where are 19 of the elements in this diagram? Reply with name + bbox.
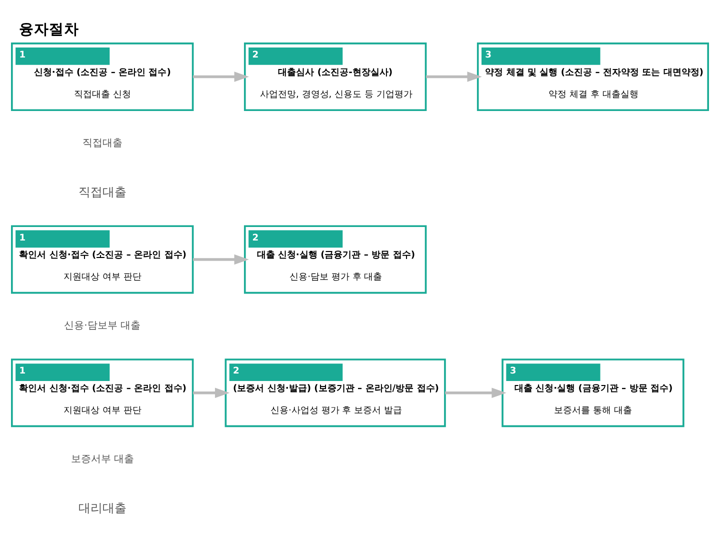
label: 신용·담보부 대출 [64, 320, 141, 332]
arrow [192, 72, 249, 82]
label: 직접대출 [82, 138, 122, 150]
node-box: 1 신청·접수 (소진공 – 온라인 접수) 직접대출 신청 [11, 42, 194, 112]
diagram-title: 융자절차 [19, 21, 80, 38]
arrow [192, 388, 230, 398]
node-box: 2 대출 신청·실행 (금융기관 – 방문 접수) 신용·담보 평가 후 대출 [244, 225, 427, 294]
node-box: 3 대출 신청·실행 (금융기관 – 방문 접수) 보증서를 통해 대출 [502, 358, 684, 428]
arrow [445, 388, 506, 398]
node-box: 3 약정 체결 및 실행 (소진공 – 전자약정 또는 대면약정) 약정 체결 후 대출실행 [476, 42, 709, 112]
node-box: 2 대출심사 (소진공-현장실사) 사업전망, 경영성, 신용도 등 기업평가 [244, 42, 427, 112]
node-box: 1 확인서 신청·접수 (소진공 – 온라인 접수) 지원대상 여부 판단 [11, 358, 194, 428]
node-box: 1 확인서 신청·접수 (소진공 – 온라인 접수) 지원대상 여부 판단 [11, 225, 194, 294]
arrow [192, 254, 249, 265]
node-box: 2 (보증서 신청·발급) (보증기관 – 온라인/방문 접수) 신용·사업성 평가 후 보증서 발급 [224, 358, 446, 428]
label: 대리대출 [78, 501, 126, 516]
arrow [426, 72, 482, 82]
label: 직접대출 [78, 184, 126, 199]
label: 보증서부 대출 [70, 454, 134, 466]
